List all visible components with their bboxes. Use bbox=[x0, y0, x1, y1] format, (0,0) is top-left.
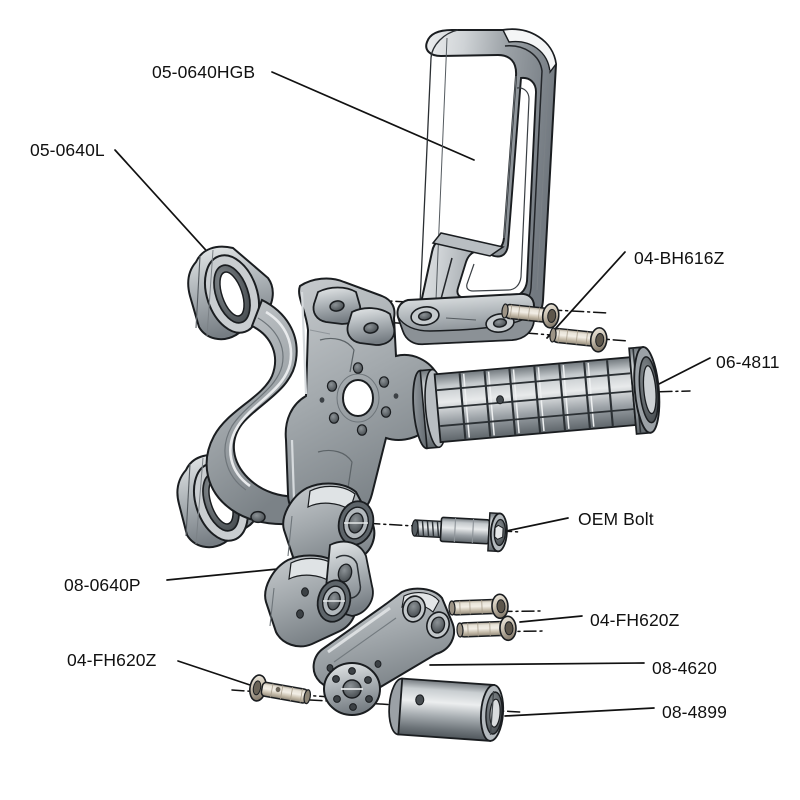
label-footpeg: 06-4811 bbox=[716, 352, 780, 372]
footpeg-end-bore bbox=[642, 365, 657, 415]
leader-flange-bolt-r bbox=[519, 615, 583, 623]
flange-bolt-socket-3 bbox=[252, 680, 262, 696]
label-main-plate: 05-0640L bbox=[30, 140, 105, 160]
part-flange-head-bolt-2[interactable] bbox=[456, 615, 517, 642]
label-flange-bolt-left: 04-FH620Z bbox=[67, 650, 157, 670]
part-knurled-footpeg[interactable] bbox=[410, 346, 663, 453]
label-heel-guard: 05-0640HGB bbox=[152, 62, 256, 82]
flange-bolt-socket-1 bbox=[496, 599, 506, 614]
label-shift-peg: 08-4899 bbox=[662, 702, 727, 722]
label-flange-bolt-right: 04-FH620Z bbox=[590, 610, 680, 630]
label-button-bolt: 04-BH616Z bbox=[634, 248, 725, 268]
shift-lever-hole-1 bbox=[406, 600, 422, 618]
leader-lines bbox=[114, 71, 711, 717]
heel-guard-hole-right bbox=[492, 318, 508, 328]
leader-shift-lever bbox=[429, 662, 645, 666]
oem-bolt-threads bbox=[416, 520, 440, 538]
main-plate-ear-hole-1 bbox=[329, 300, 345, 312]
footpeg-set-screw bbox=[496, 395, 504, 405]
part-flange-head-bolt-1[interactable] bbox=[448, 593, 509, 620]
part-oem-pivot-bolt[interactable] bbox=[411, 509, 508, 553]
leader-main-plate bbox=[114, 149, 214, 259]
shift-lever-hub-bolt-circle bbox=[332, 667, 373, 711]
part-heel-guard-bracket[interactable] bbox=[396, 28, 558, 346]
main-plate-pivot-bore bbox=[342, 379, 374, 417]
part-button-head-bolt-2[interactable] bbox=[549, 323, 608, 353]
leader-footpeg bbox=[654, 357, 711, 387]
part-button-head-bolt-1[interactable] bbox=[501, 299, 560, 329]
footpeg-grip-grooves bbox=[436, 372, 634, 427]
toe-peg-set-screw bbox=[415, 694, 425, 706]
flange-bolt-socket-2 bbox=[504, 621, 514, 636]
shift-lever-hole-2 bbox=[430, 616, 446, 634]
leader-oem-bolt bbox=[496, 517, 569, 534]
main-plate-link-hole bbox=[250, 510, 266, 524]
leader-shift-peg bbox=[504, 707, 655, 717]
label-shift-lever: 08-4620 bbox=[652, 658, 717, 678]
label-oem-bolt: OEM Bolt bbox=[578, 509, 654, 529]
part-rearset-main-plate[interactable] bbox=[176, 245, 444, 549]
leader-heel-guard bbox=[271, 71, 475, 161]
main-plate-bolt-circle bbox=[326, 362, 392, 436]
part-shift-toe-peg[interactable] bbox=[387, 677, 505, 742]
bolt-hex-socket-2 bbox=[595, 332, 605, 347]
main-plate-upper-bore bbox=[219, 271, 245, 317]
leader-flange-bolt-l bbox=[177, 660, 254, 687]
part-flange-head-bolt-3[interactable] bbox=[248, 674, 313, 710]
part-shift-lever-arm[interactable] bbox=[312, 587, 455, 716]
oem-bolt-hex-socket bbox=[494, 524, 504, 540]
leader-button-bolt bbox=[546, 251, 626, 339]
label-linkage: 08-0640P bbox=[64, 575, 141, 595]
main-plate-ear-hole-2 bbox=[363, 322, 379, 334]
part-shift-linkage-assembly[interactable] bbox=[264, 482, 378, 648]
bolt-hex-socket-1 bbox=[547, 308, 557, 323]
heel-guard-hole-left bbox=[417, 311, 433, 321]
